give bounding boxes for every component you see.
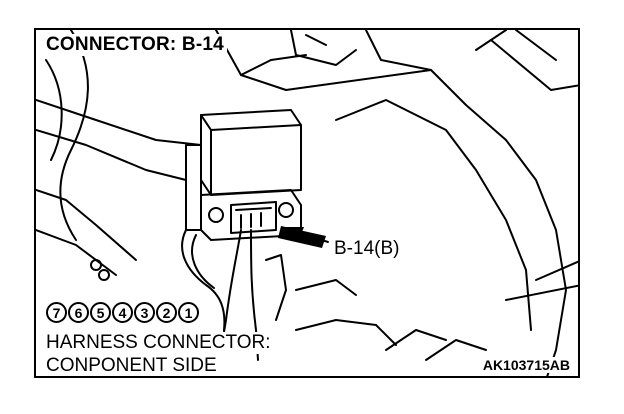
- harness-wire-1: [220, 229, 242, 351]
- connector-title: CONNECTOR: B-14: [43, 34, 227, 56]
- connector-b14: [230, 201, 277, 234]
- component-block: [200, 109, 302, 196]
- connector-callout-label: B-14(B): [334, 238, 400, 259]
- engine-bay-illustration: [36, 30, 578, 376]
- diagram-frame: CONNECTOR: B-14 B-14(B) 7 6 5 4 3 2 1 HA…: [34, 28, 580, 378]
- housing-outline: [285, 69, 567, 376]
- hose-left: [59, 30, 89, 241]
- pin-1: 1: [178, 302, 199, 323]
- hose-upper: [36, 99, 202, 146]
- pin-5: 5: [90, 302, 111, 323]
- caption-line-2: CONPONENT SIDE: [43, 355, 220, 376]
- pin-7: 7: [46, 302, 67, 323]
- pin-4: 4: [112, 302, 133, 323]
- pin-2: 2: [156, 302, 177, 323]
- pin-layout: 7 6 5 4 3 2 1: [46, 302, 199, 323]
- figure-id: AK103715AB: [480, 357, 572, 373]
- pin-6: 6: [68, 302, 89, 323]
- pin-3: 3: [134, 302, 155, 323]
- caption-line-1: HARNESS CONNECTOR:: [43, 332, 274, 354]
